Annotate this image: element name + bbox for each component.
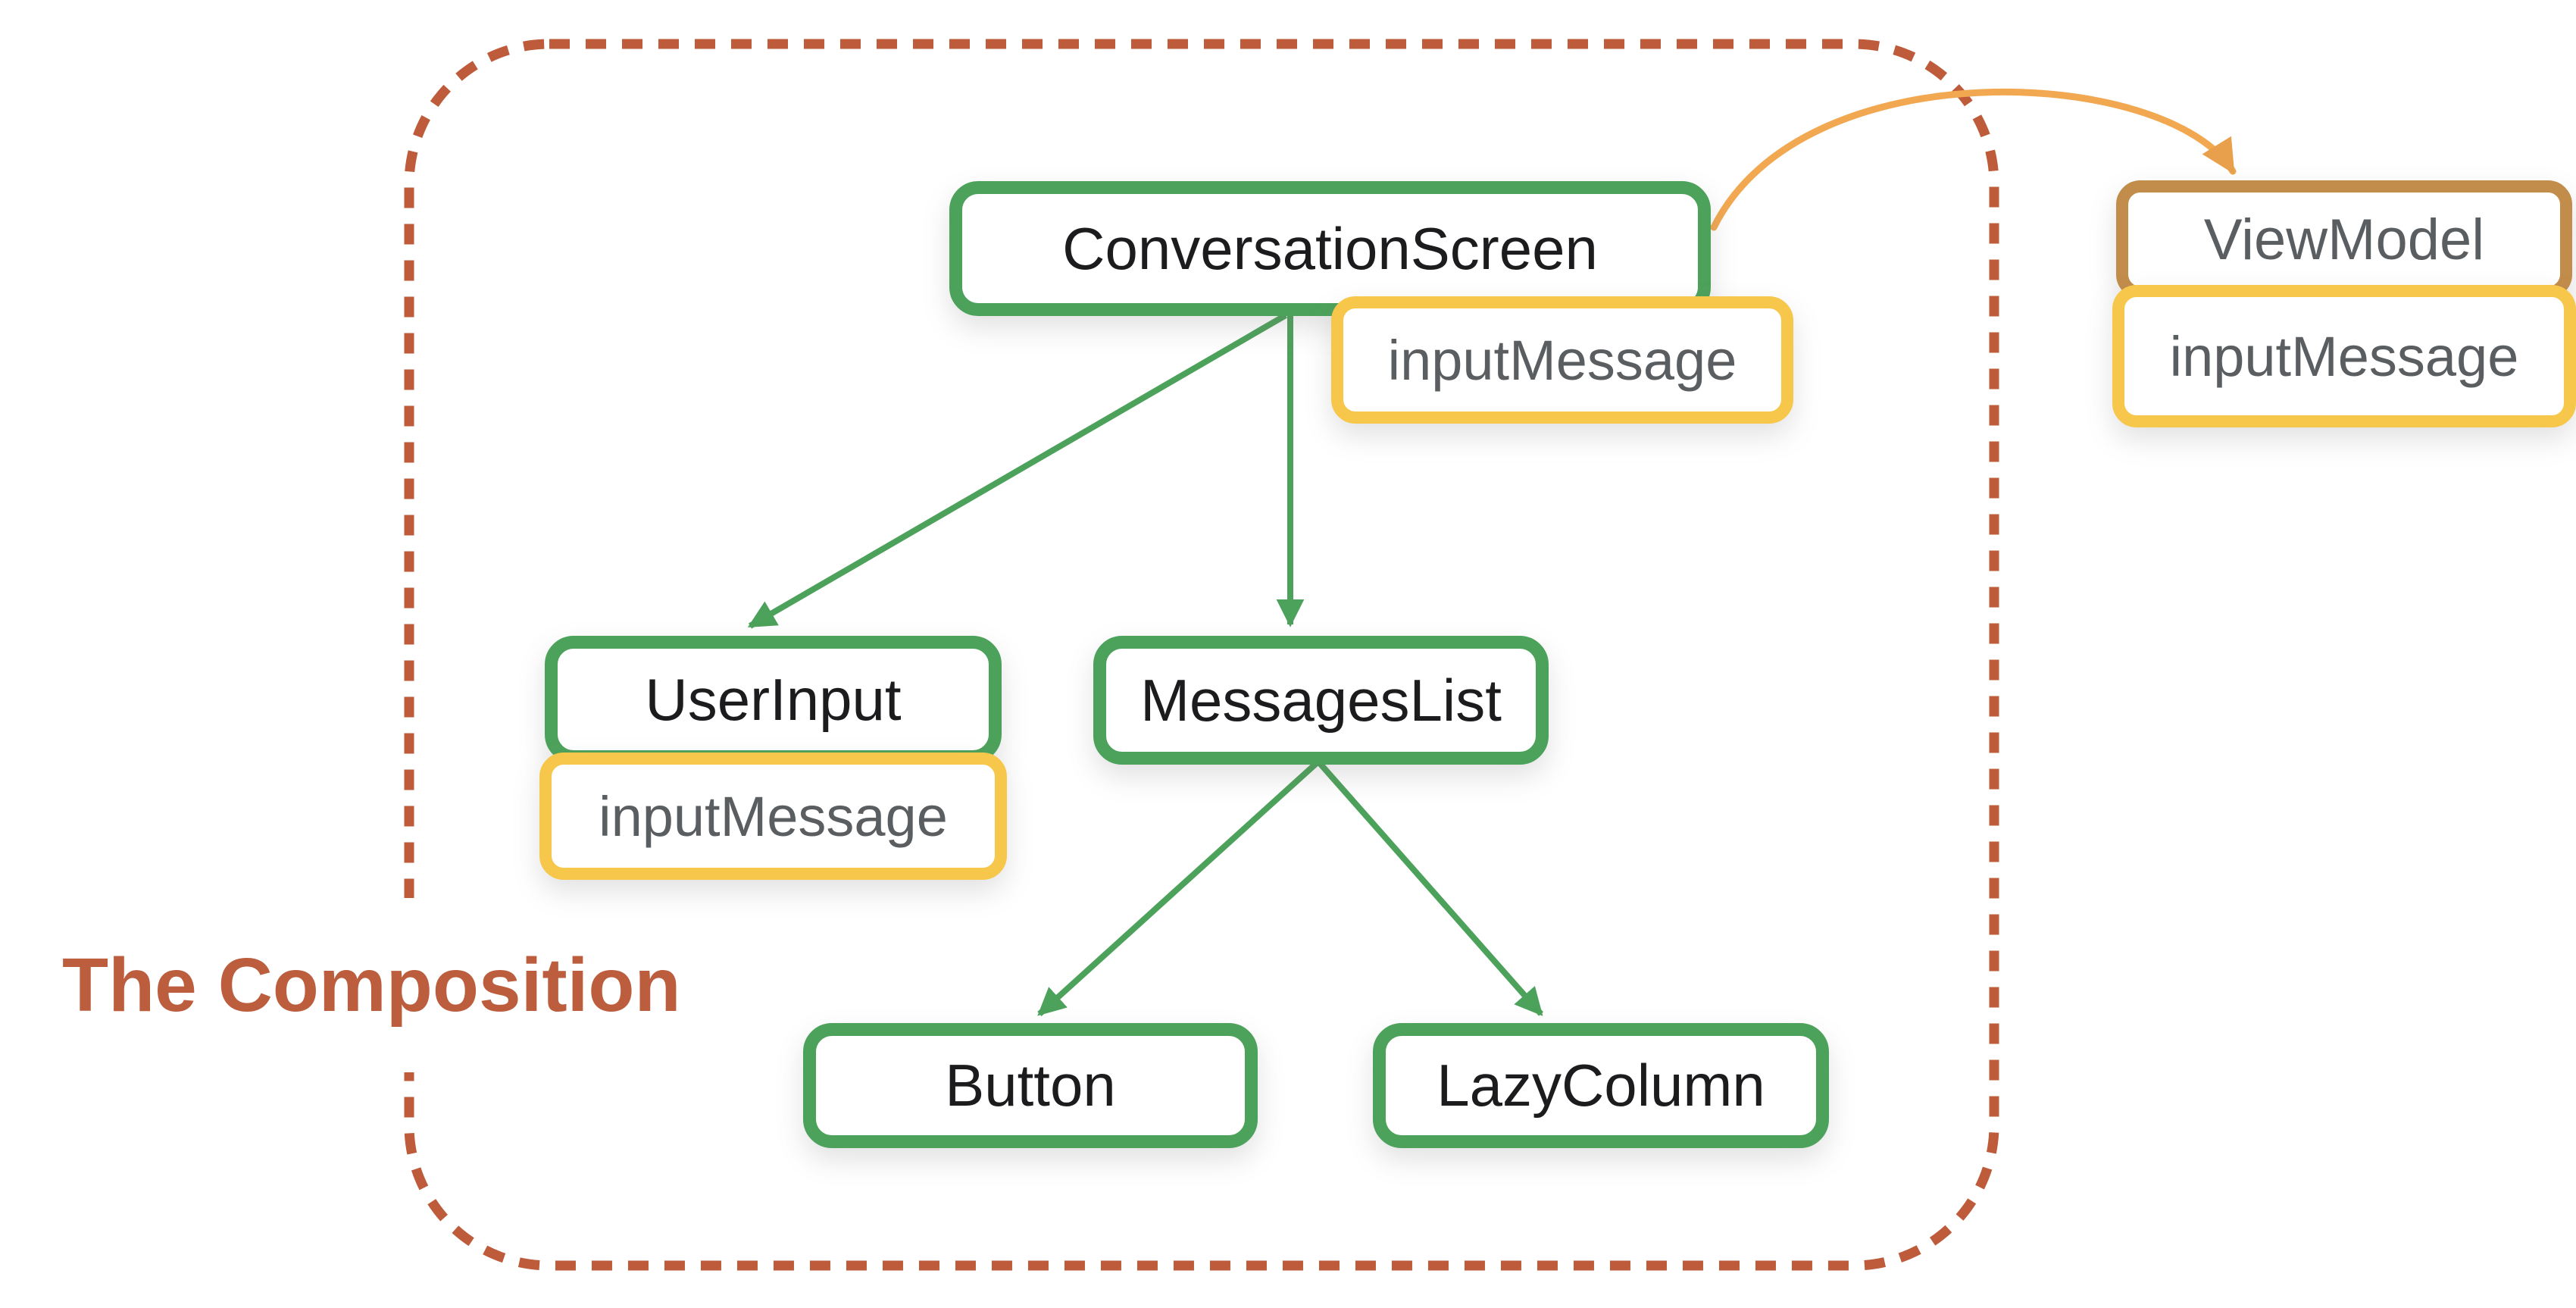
- state-badge-label: inputMessage: [1387, 328, 1737, 392]
- composition-title-label: The Composition: [62, 942, 681, 1028]
- node-viewmodel: ViewModel: [2116, 180, 2572, 299]
- node-button: Button: [803, 1023, 1258, 1148]
- state-badge-inputmessage-viewmodel: inputMessage: [2112, 285, 2576, 427]
- state-badge-inputmessage-userinput: inputMessage: [539, 753, 1007, 880]
- node-viewmodel-label: ViewModel: [2203, 207, 2485, 272]
- state-badge-label: inputMessage: [599, 784, 948, 848]
- state-badge-inputmessage-conversationscreen: inputMessage: [1331, 296, 1793, 424]
- node-button-label: Button: [945, 1052, 1116, 1119]
- composition-title: The Composition: [48, 898, 695, 1072]
- state-badge-label: inputMessage: [2169, 324, 2519, 388]
- node-lazycolumn-label: LazyColumn: [1436, 1052, 1765, 1119]
- edge-conversationscreen-viewmodel: [1710, 89, 2237, 231]
- edge-messageslist-lazycolumn: [1316, 759, 1543, 1016]
- node-conversationscreen-label: ConversationScreen: [1062, 214, 1598, 282]
- node-messageslist: MessagesList: [1093, 636, 1549, 765]
- edge-messageslist-button: [1037, 759, 1321, 1016]
- edge-conversationscreen-userinput: [747, 312, 1288, 629]
- node-userinput-label: UserInput: [645, 665, 902, 733]
- node-messageslist-label: MessagesList: [1140, 666, 1502, 734]
- node-lazycolumn: LazyColumn: [1373, 1023, 1829, 1148]
- node-userinput: UserInput: [545, 636, 1002, 763]
